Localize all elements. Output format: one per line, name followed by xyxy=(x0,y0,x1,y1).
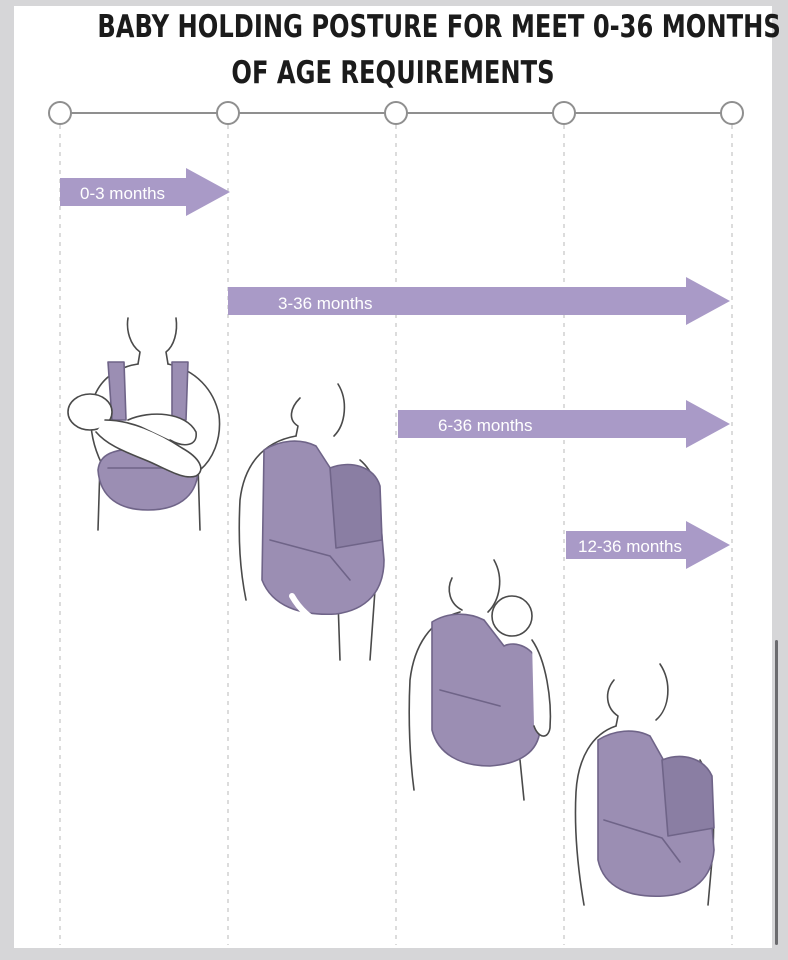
figure-cradle-hold xyxy=(67,317,221,531)
label-3-36-months: 3-36 months xyxy=(278,294,373,313)
arrow-6-36-months xyxy=(398,400,730,448)
title-line-1: BABY HOLDING POSTURE FOR MEET 0-36 MONTH… xyxy=(97,9,781,45)
arrow-12-36-months xyxy=(566,521,730,569)
timeline-node-3 xyxy=(384,101,408,125)
figure-front-inward xyxy=(238,383,385,661)
timeline-node-2 xyxy=(216,101,240,125)
title-line-2: OF AGE REQUIREMENTS xyxy=(231,55,555,91)
timeline xyxy=(48,101,744,945)
timeline-node-1 xyxy=(48,101,72,125)
timeline-guides xyxy=(59,125,733,945)
page-title: BABY HOLDING POSTURE FOR MEET 0-36 MONTH… xyxy=(97,4,781,96)
arrow-0-3-months xyxy=(60,168,230,216)
timeline-node-5 xyxy=(720,101,744,125)
label-0-3-months: 0-3 months xyxy=(80,184,166,203)
figure-front-outward xyxy=(574,663,715,906)
arrow-3-36-months xyxy=(228,277,730,325)
label-12-36-months: 12-36 months xyxy=(578,537,682,556)
age-arrows xyxy=(60,168,730,569)
vertical-scrollbar[interactable] xyxy=(775,640,778,945)
timeline-node-4 xyxy=(552,101,576,125)
figure-hip-seat xyxy=(408,559,552,801)
label-6-36-months: 6-36 months xyxy=(438,416,533,435)
